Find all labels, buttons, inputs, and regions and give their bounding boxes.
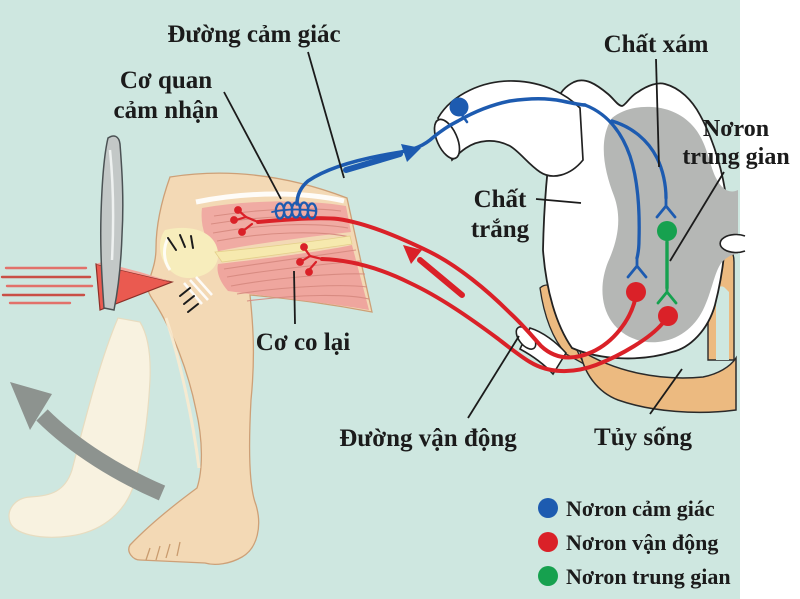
sensory-axon bbox=[295, 97, 587, 206]
motor-axon-1 bbox=[256, 216, 637, 360]
pointer-receptor bbox=[223, 91, 282, 200]
legend-label-sensory: Nơron cảm giác bbox=[566, 496, 715, 521]
legend-label-motor: Nơron vận động bbox=[566, 530, 718, 555]
dorsal-root-opening bbox=[433, 118, 461, 160]
interneuron-fork bbox=[656, 286, 678, 305]
label-interneuron-line2: trung gian bbox=[682, 144, 789, 170]
pointer-lines bbox=[223, 51, 725, 419]
sensory-body-stalk bbox=[460, 113, 469, 124]
label-spinal-cord: Tủy sống bbox=[594, 424, 692, 451]
motor-axon-2 bbox=[320, 257, 664, 374]
legend-label-interneuron: Nơron trung gian bbox=[566, 564, 731, 589]
sensory-direction-arrow bbox=[343, 144, 421, 173]
label-gray-matter: Chất xám bbox=[604, 31, 709, 58]
hammer-motion-lines bbox=[0, 266, 94, 305]
reflex-hammer bbox=[0, 135, 199, 313]
hammer-handle bbox=[99, 135, 124, 311]
label-white-matter-line2: trắng bbox=[471, 216, 530, 243]
label-interneuron-line1: Nơron bbox=[703, 116, 769, 142]
kicked-leg-ghost bbox=[8, 317, 151, 538]
pointer-interneuron bbox=[669, 171, 725, 262]
text-labels: Đường cảm giác Cơ quan cảm nhận Chất xám… bbox=[114, 21, 790, 452]
kick-direction-arrow bbox=[10, 382, 166, 501]
sensory-branch-1 bbox=[583, 103, 641, 260]
legend-item-motor: Nơron vận động bbox=[538, 530, 718, 555]
label-receptor-line2: cảm nhận bbox=[114, 97, 219, 124]
legend-dot-sensory bbox=[538, 498, 558, 518]
impact-marks bbox=[167, 234, 199, 313]
motor-neurons bbox=[230, 206, 678, 374]
kneecap-tendon bbox=[160, 227, 219, 278]
knee-ligament bbox=[183, 276, 213, 305]
sensory-terminal-forks bbox=[626, 196, 677, 279]
vertebra-bottom bbox=[579, 348, 737, 414]
upper-muscle bbox=[201, 201, 351, 252]
tendon-band bbox=[214, 235, 353, 263]
muscle-spindle-receptor bbox=[271, 201, 318, 220]
shin-highlight bbox=[164, 317, 201, 469]
legend-dot-interneuron bbox=[538, 566, 558, 586]
interneuron bbox=[656, 221, 678, 305]
label-white-matter-line1: Chất bbox=[474, 186, 527, 213]
motor-direction-arrow bbox=[403, 245, 465, 298]
legend: Nơron cảm giác Nơron vận động Nơron trun… bbox=[538, 496, 731, 589]
interneuron-body bbox=[657, 221, 677, 241]
fascia-band bbox=[195, 191, 345, 205]
pointer-muscle bbox=[293, 270, 296, 325]
label-receptor-line1: Cơ quan bbox=[120, 67, 212, 94]
motor-end-plate-2 bbox=[296, 243, 324, 276]
legend-item-interneuron: Nơron trung gian bbox=[538, 564, 731, 589]
pointer-spinal-cord bbox=[649, 368, 683, 415]
legend-dot-motor bbox=[538, 532, 558, 552]
motor-neuron-body-1 bbox=[626, 282, 646, 302]
pointer-gray-matter bbox=[655, 58, 660, 168]
motor-end-plate-1 bbox=[230, 206, 260, 236]
sensory-neuron-body bbox=[449, 97, 469, 117]
vertebra-notch bbox=[716, 286, 729, 360]
sensory-branch-2 bbox=[610, 119, 668, 200]
sensory-neuron bbox=[271, 97, 677, 279]
label-muscle-contracts: Cơ co lại bbox=[256, 329, 350, 356]
pointer-sensory-pathway bbox=[307, 51, 345, 179]
pointer-motor-pathway bbox=[467, 335, 520, 419]
dorsal-root-sheath bbox=[437, 80, 584, 177]
toe-creases bbox=[145, 541, 181, 561]
legend-item-sensory: Nơron cảm giác bbox=[538, 496, 715, 521]
label-sensory-pathway: Đường cảm giác bbox=[167, 21, 340, 48]
label-motor-pathway: Đường vận động bbox=[339, 425, 517, 452]
motor-neuron-body-2 bbox=[658, 306, 678, 326]
central-canal bbox=[719, 233, 746, 254]
pointer-white-matter bbox=[535, 198, 582, 204]
right-margin bbox=[740, 0, 800, 599]
